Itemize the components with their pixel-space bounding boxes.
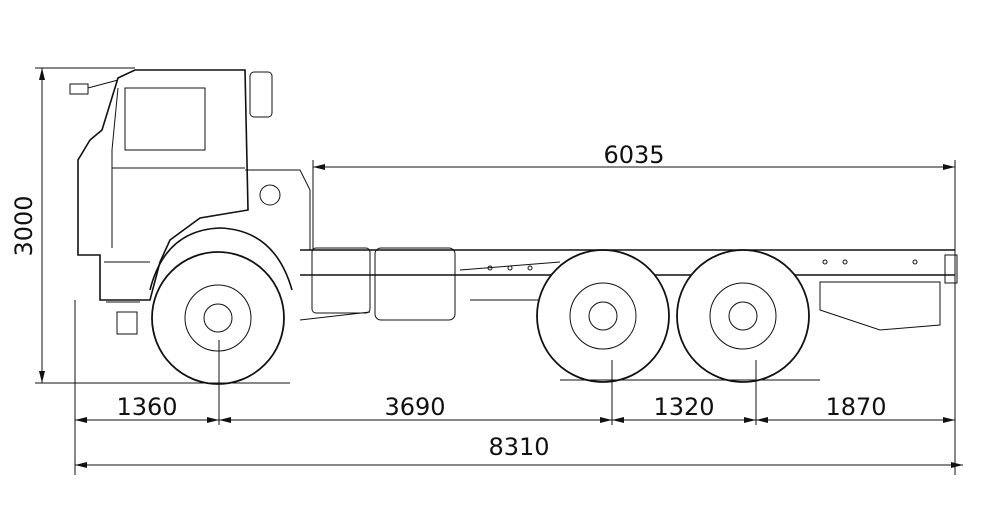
dim-front-overhang: 1360 [116,393,177,421]
truck-silhouette [69,69,958,335]
dim-wheelbase: 3690 [384,393,445,421]
dim-rear-axle-spacing: 1320 [653,393,714,421]
dim-frame-length: 6035 [603,141,664,169]
ground-line [40,379,820,384]
front-wheel [151,251,285,385]
dim-overall-height: 3000 [10,195,38,256]
dim-rear-overhang: 1870 [825,393,886,421]
rear-wheel-1 [536,249,670,383]
dim-overall-length: 8310 [488,433,549,461]
rear-wheel-2 [676,249,810,383]
dimension-lines [35,67,963,475]
